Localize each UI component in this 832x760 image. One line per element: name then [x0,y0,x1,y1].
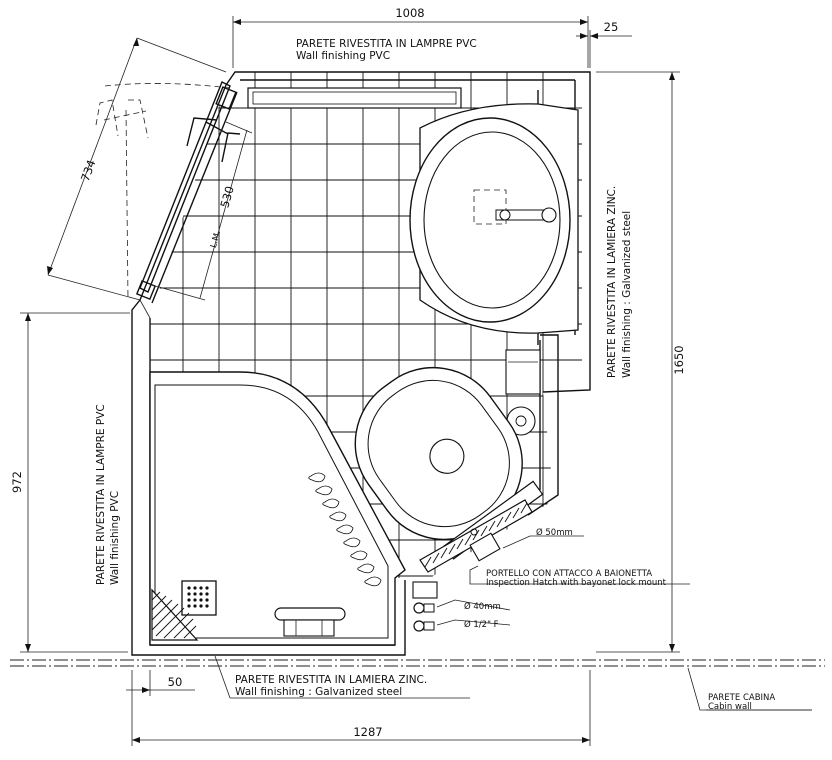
callout-leaders [436,535,812,711]
bottom-wall-leader [214,655,470,699]
drain-icon [181,580,217,616]
faucet-icon [495,207,557,223]
cabin-wall-label-en: Cabin wall [708,702,752,712]
towel-rail [247,87,462,109]
inspection-hatch [419,499,533,573]
hatch-label-it: PORTELLO CON ATTACCO A BAIONETTA [486,569,652,579]
right-wall-label-en: Wall finishing : Galvanized steel [621,211,633,378]
hatch-label-en: Inspection Hatch with bayonet lock mount [486,578,667,588]
pipe-50-label: Ø 50mm [536,527,573,538]
shower-mixer-icon [274,607,346,637]
door-handle-icon [186,117,241,163]
left-height-dimension: 972 [10,471,24,493]
door-inner-dimension: 530 [217,184,237,209]
anti-slip-pattern-icon [308,472,382,587]
cabin-wall-label-it: PARETE CABINA [708,693,775,703]
dimension-lines [20,16,680,746]
top-wall-label-en: Wall finishing PVC [296,50,390,62]
pipe-connections [412,581,438,632]
shower-tray [149,371,406,646]
washbasin [409,90,579,345]
cabin-wall-line [10,659,825,667]
corner-seat [151,588,199,641]
top-wall-label-it: PARETE RIVESTITA IN LAMPRE PVC [296,38,477,50]
top-width-dimension: 1008 [395,6,424,20]
door-mark-label: L.M. [209,230,223,250]
bottom-wall-label-it: PARETE RIVESTITA IN LAMIERA ZINC. [235,674,427,686]
bottom-width-dimension: 1287 [353,725,382,739]
right-height-dimension: 1650 [672,345,686,374]
left-wall-label-it: PARETE RIVESTITA IN LAMPRE PVC [95,404,107,585]
top-offset-dimension: 25 [604,20,619,34]
dimension-arrows [25,19,675,743]
pipe-40-label: Ø 40mm [464,601,501,612]
left-wall-label-en: Wall finishing PVC [109,491,121,585]
bottom-wall-label-en: Wall finishing : Galvanized steel [235,686,402,698]
door-assembly [47,37,253,304]
right-wall-label-it: PARETE RIVESTITA IN LAMIERA ZINC. [606,186,618,378]
pipe-half-label: Ø 1/2" F [464,619,499,630]
door-width-dimension: 734 [78,158,99,183]
toilet-paper-holder-icon [505,349,541,436]
bottom-offset-dimension: 50 [168,675,183,689]
door-handle-open-icon [95,99,149,139]
